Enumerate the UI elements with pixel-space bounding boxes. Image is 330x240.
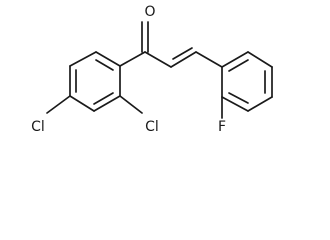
c-cl-bond (119, 95, 143, 114)
alkene-to-ring-bond (195, 51, 223, 68)
ring-bond (93, 95, 121, 112)
chlorine-para-label: Cl (31, 119, 45, 135)
carbonyl-group: O (119, 4, 156, 67)
ring-bond (221, 96, 249, 112)
ring-double-bond (95, 59, 114, 71)
ring-double-bond (228, 92, 249, 104)
c-cl-bond (46, 95, 71, 114)
alkene-chain (144, 47, 223, 68)
fluorophenyl-ring (221, 51, 273, 112)
alkene-double-bond (172, 47, 193, 60)
ring-double-bond (228, 59, 249, 72)
ring-to-carbonyl-bond (119, 51, 146, 67)
chemical-structure-diagram: Cl Cl O F (31, 4, 273, 135)
ring-bond (69, 95, 95, 112)
ring-bond (95, 51, 121, 67)
ring-double-bond (93, 92, 114, 105)
fluorine-label: F (218, 119, 226, 135)
ring-bond (69, 51, 97, 67)
oxygen-label: O (144, 4, 155, 20)
ring-bond (247, 51, 273, 68)
ring-bond (221, 51, 249, 68)
ring-bond (247, 96, 273, 112)
alkene-double-bond (170, 51, 197, 68)
dichlorophenyl-ring (69, 51, 121, 112)
carbonyl-to-alkene-bond (144, 51, 172, 68)
chlorine-ortho-label: Cl (145, 119, 159, 135)
